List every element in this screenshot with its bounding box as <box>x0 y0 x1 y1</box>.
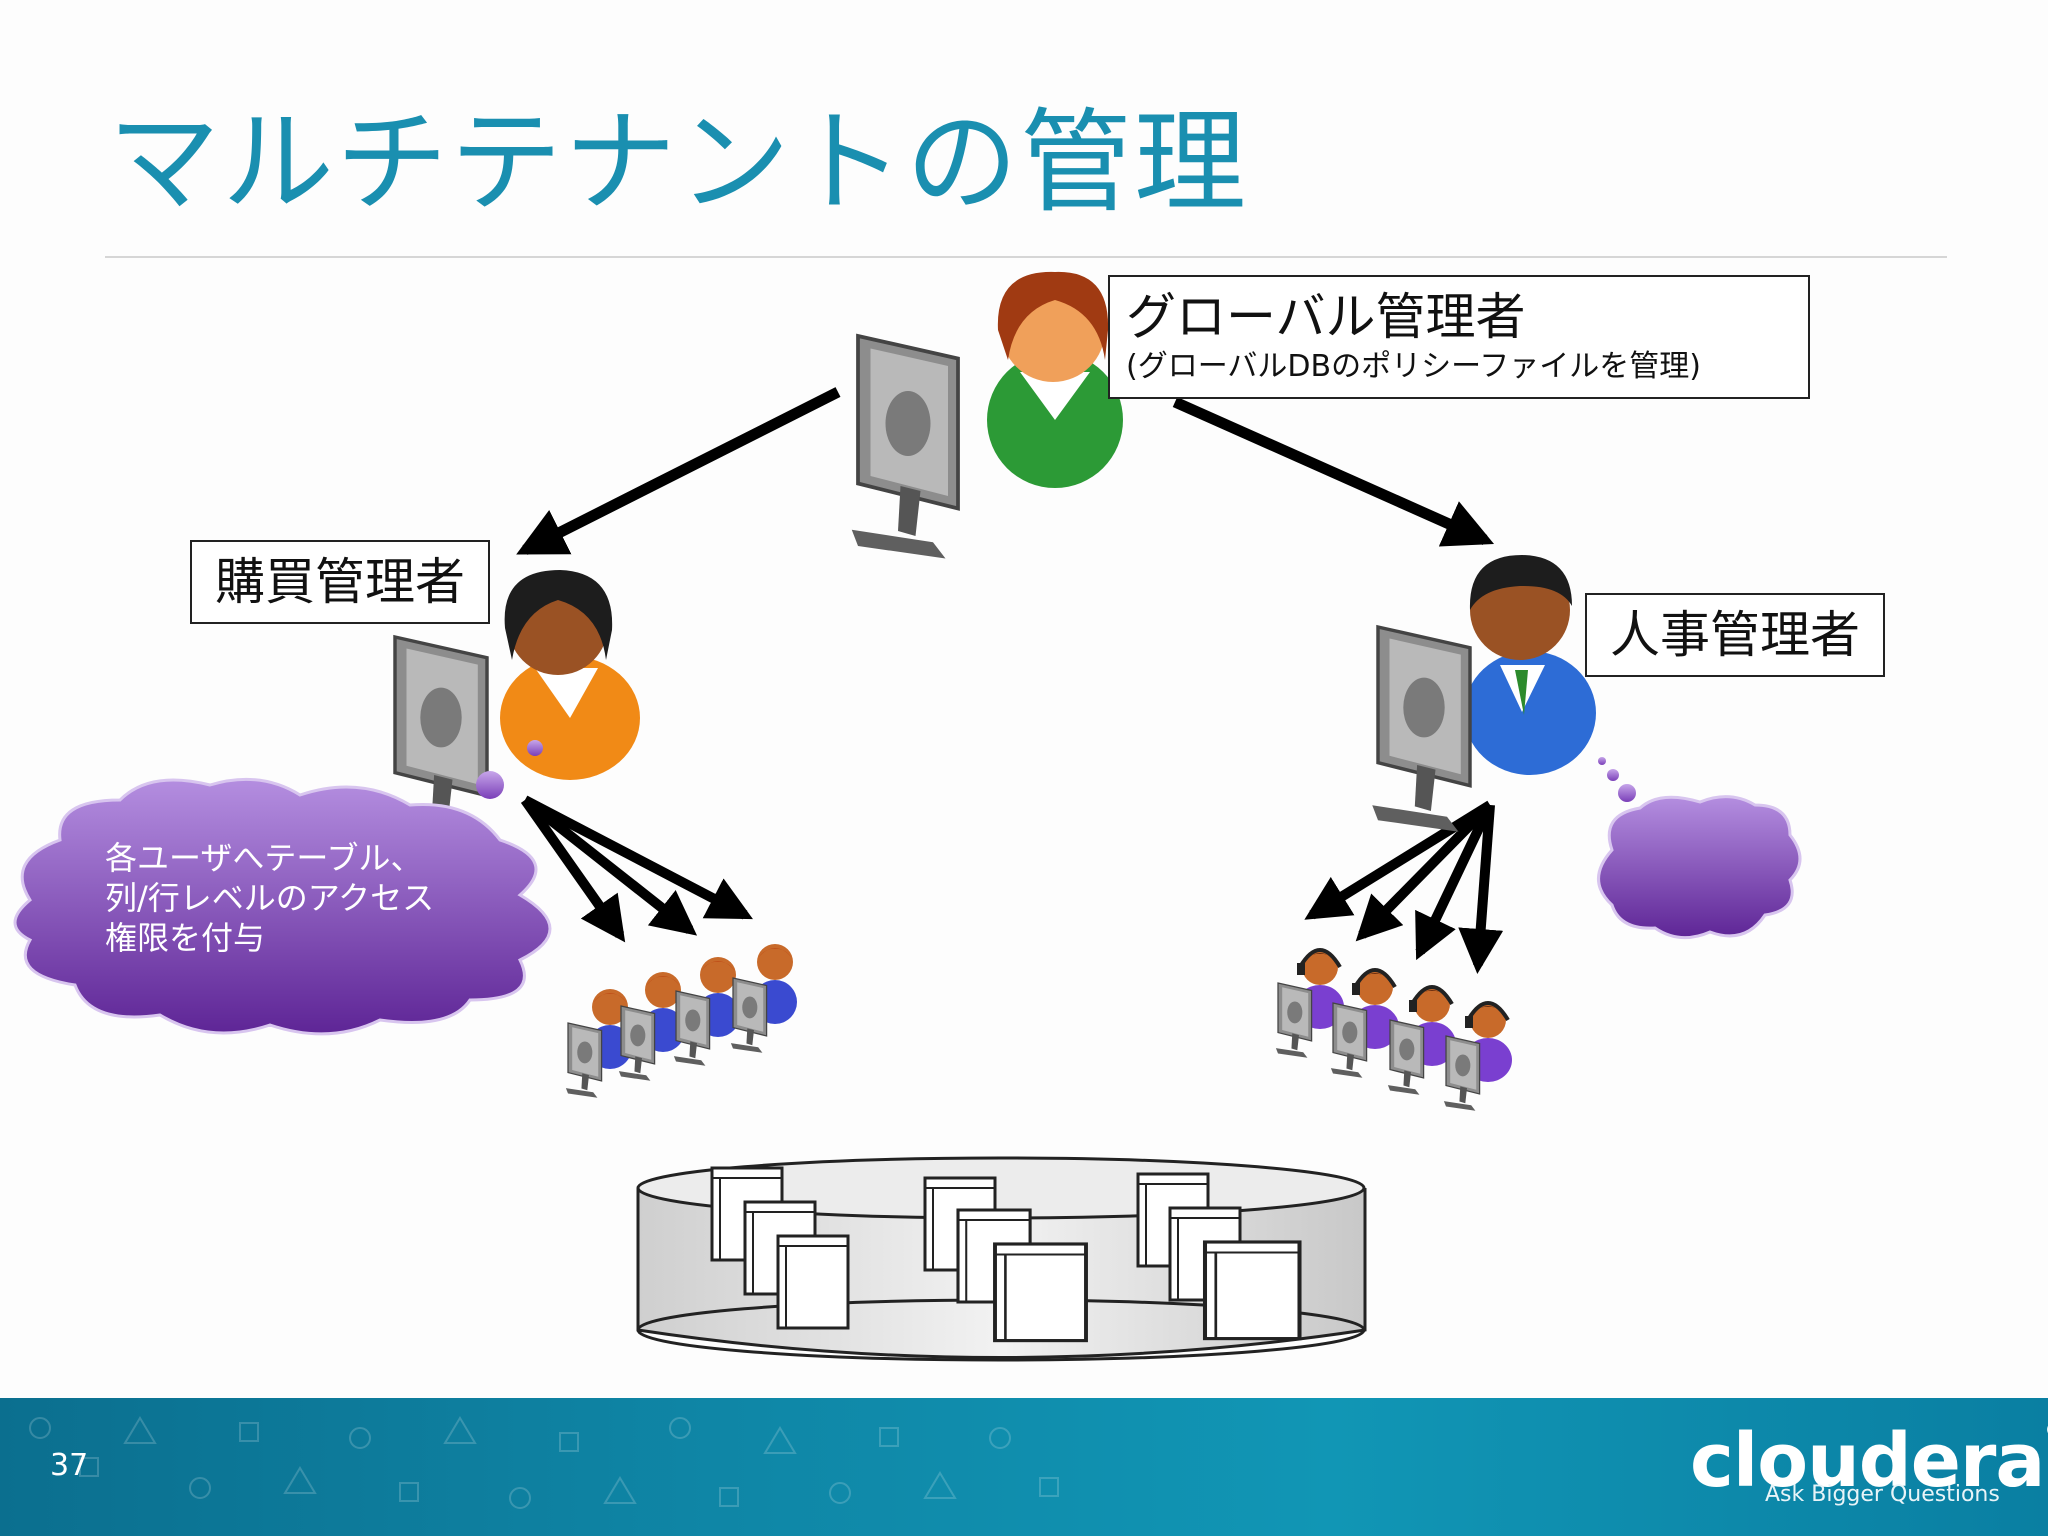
arrows-hr-users <box>1304 800 1504 974</box>
cloudera-logo: cloudera® <box>1690 1418 2048 1504</box>
callout-cloud <box>13 740 552 1036</box>
footer-pattern <box>29 1416 1059 1509</box>
slide-title: マルチテナントの管理 <box>108 98 1248 228</box>
global-admin-subtitle: (グローバルDBのポリシーファイルを管理) <box>1126 349 1701 384</box>
arrow-to-hr <box>1172 396 1495 547</box>
hr-admin-figure <box>1370 555 1596 834</box>
hr-users-group <box>1276 949 1512 1111</box>
hr-admin-label: 人事管理者 <box>1585 593 1885 677</box>
callout-text: 各ユーザへテーブル、 列/行レベルのアクセス 権限を付与 <box>105 838 525 958</box>
callout-line-2: 列/行レベルのアクセス <box>105 879 435 917</box>
thought-cloud <box>1597 757 1802 940</box>
arrows-purchase-users <box>520 795 753 943</box>
arrow-to-purchase <box>516 387 841 555</box>
callout-line-3: 権限を付与 <box>105 919 266 957</box>
global-admin-title: グローバル管理者 <box>1126 288 1526 346</box>
purchase-users-group <box>566 944 797 1098</box>
global-admin-label: グローバル管理者 (グローバルDBのポリシーファイルを管理) <box>1108 275 1810 399</box>
footer-band <box>0 1398 2048 1536</box>
brand-name: cloudera <box>1690 1418 2045 1504</box>
database-cylinder <box>636 1156 1367 1362</box>
title-divider <box>105 256 1947 258</box>
callout-line-1: 各ユーザへテーブル、 <box>105 839 423 877</box>
purchase-admin-label: 購買管理者 <box>190 540 490 624</box>
brand-tagline: Ask Bigger Questions <box>1765 1482 2000 1507</box>
global-admin-figure <box>849 271 1123 561</box>
page-number: 37 <box>50 1448 89 1483</box>
